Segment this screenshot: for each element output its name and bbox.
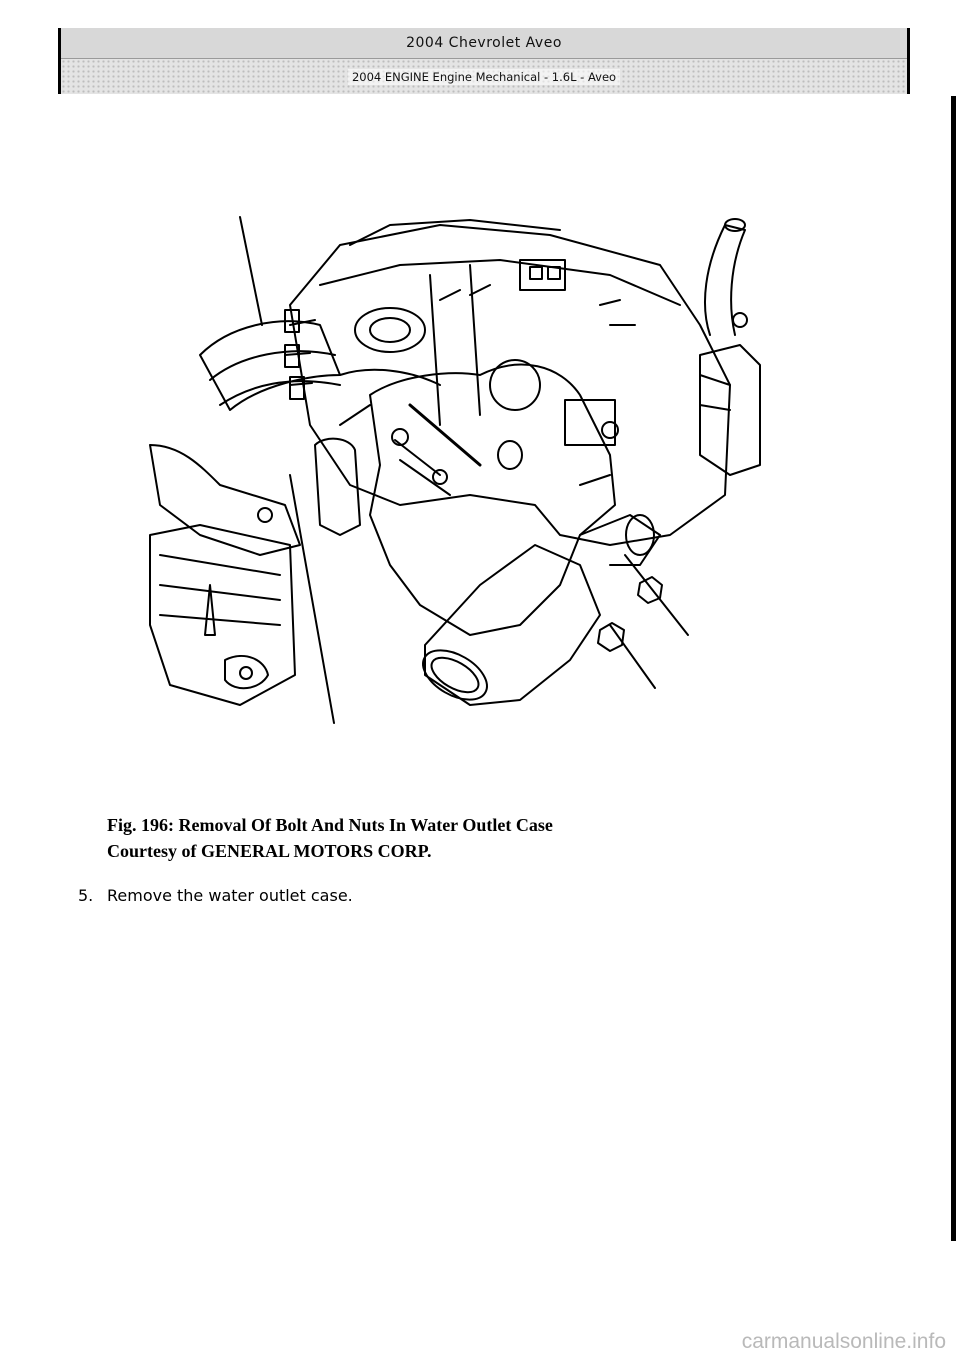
document-header: 2004 Chevrolet Aveo 2004 ENGINE Engine M… (58, 28, 910, 94)
procedure-step: 5. Remove the water outlet case. (78, 886, 353, 905)
header-subtitle-bar: 2004 ENGINE Engine Mechanical - 1.6L - A… (61, 59, 907, 94)
caption-title: Fig. 196: Removal Of Bolt And Nuts In Wa… (107, 815, 553, 835)
engine-illustration (140, 205, 780, 735)
header-title: 2004 Chevrolet Aveo (61, 28, 907, 59)
header-subtitle: 2004 ENGINE Engine Mechanical - 1.6L - A… (347, 68, 621, 85)
caption-credit: Courtesy of GENERAL MOTORS CORP. (107, 841, 432, 861)
step-number: 5. (78, 886, 94, 905)
figure-caption: Fig. 196: Removal Of Bolt And Nuts In Wa… (107, 812, 553, 864)
page-edge-rule (951, 96, 956, 1241)
watermark-text: carmanualsonline.info (741, 1330, 946, 1353)
step-text: Remove the water outlet case. (107, 886, 353, 905)
